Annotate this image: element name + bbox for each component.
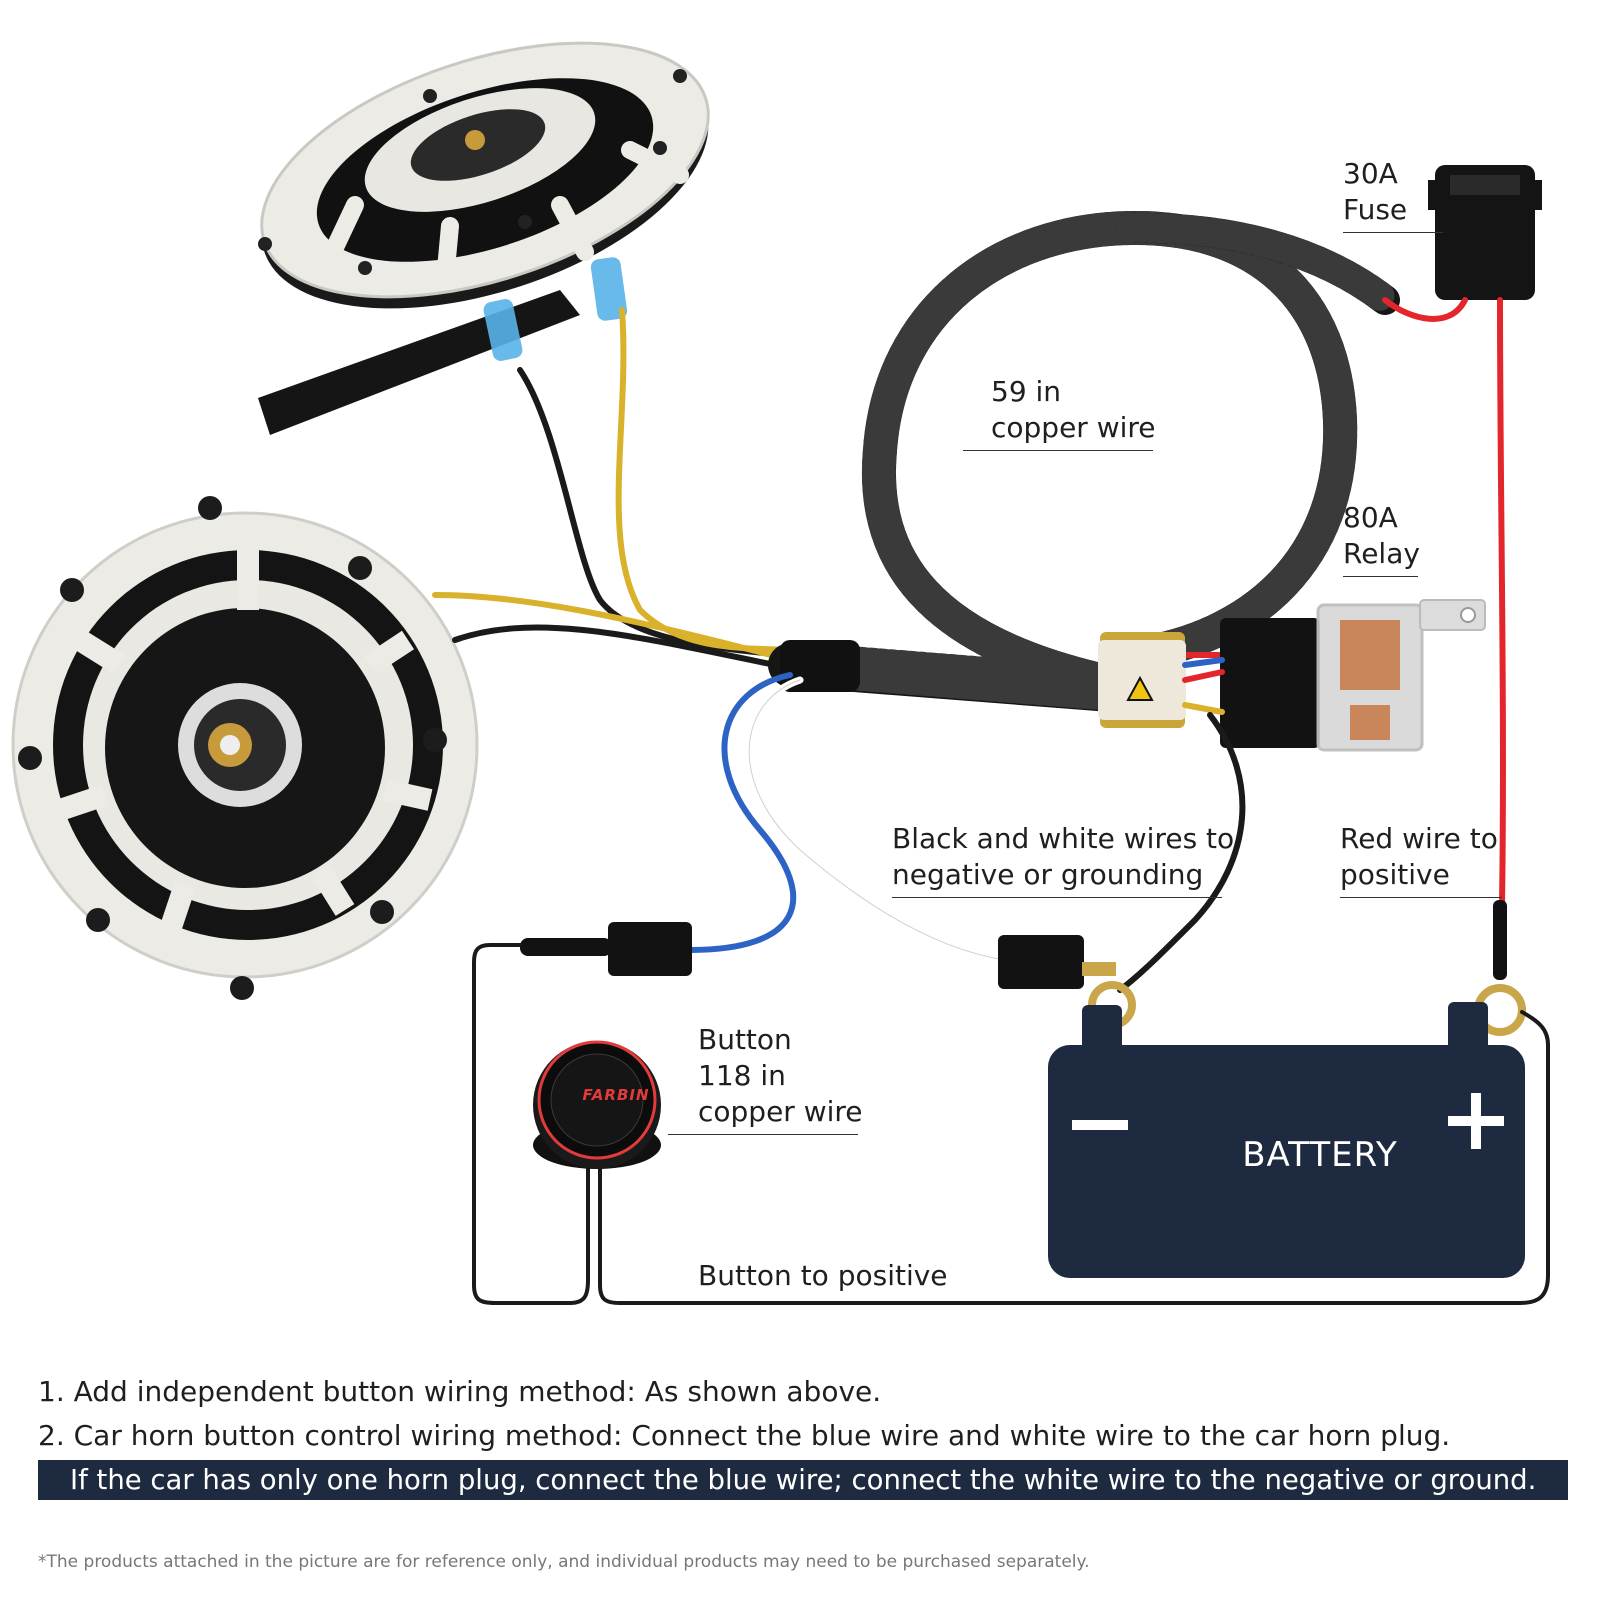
red-wires xyxy=(1177,297,1506,908)
positive-label: Red wire to positive xyxy=(1340,821,1502,898)
control-wires xyxy=(687,672,1246,993)
horn-button-drawing xyxy=(533,1040,661,1169)
disclaimer: *The products attached in the picture ar… xyxy=(38,1552,1090,1572)
button-to-positive-label: Button to positive xyxy=(698,1259,948,1292)
ground-plug xyxy=(998,935,1116,989)
battery-drawing xyxy=(1048,1002,1525,1278)
ground-label: Black and white wires to negative or gro… xyxy=(892,821,1234,898)
note-3-highlight: If the car has only one horn plug, conne… xyxy=(38,1460,1568,1500)
relay-drawing xyxy=(1098,599,1486,752)
horn-wires xyxy=(432,307,793,671)
loom-coil xyxy=(768,210,1400,712)
note-2: 2. Car horn button control wiring method… xyxy=(38,1419,1451,1452)
lower-horn xyxy=(11,496,479,1000)
wiring-notes: 1. Add independent button wiring method:… xyxy=(38,1368,1568,1504)
button-label: Button 118 in copper wire xyxy=(668,1022,863,1135)
note-1: 1. Add independent button wiring method:… xyxy=(38,1375,882,1408)
copper-wire-59-label: 59 in copper wire xyxy=(963,374,1156,451)
upper-horn xyxy=(258,41,710,435)
button-brand-logo: FARBIN xyxy=(582,1086,650,1104)
fuse-holder-drawing xyxy=(1428,165,1542,300)
wiring-diagram xyxy=(11,41,1550,1305)
fuse-label: 30A Fuse xyxy=(1343,156,1443,233)
button-plug xyxy=(520,922,692,976)
battery-label: BATTERY xyxy=(1242,1135,1398,1175)
button-wire-loop xyxy=(472,943,1550,1305)
relay-label: 80A Relay xyxy=(1343,500,1420,577)
negative-sign-icon xyxy=(1072,1120,1128,1130)
